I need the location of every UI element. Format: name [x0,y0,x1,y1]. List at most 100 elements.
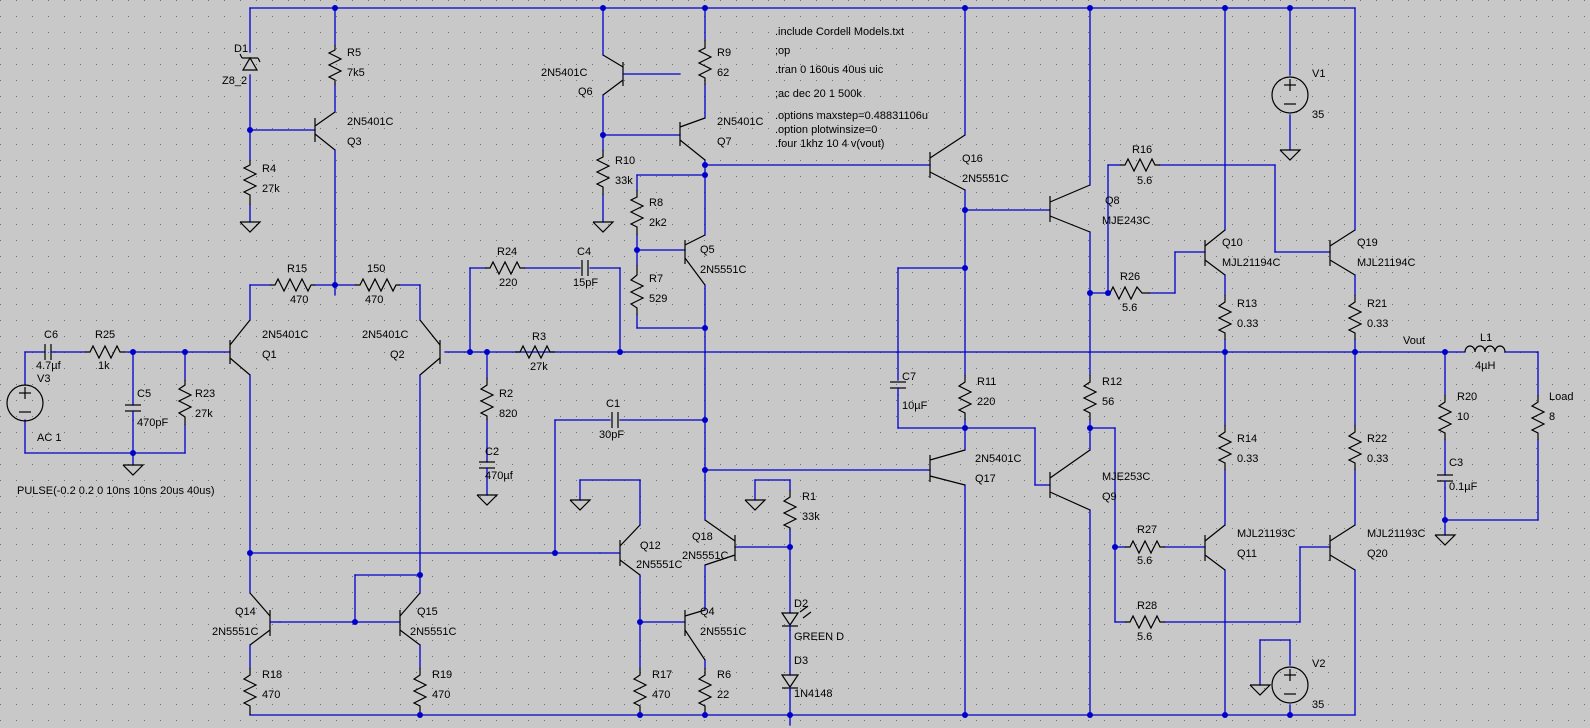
c2-ref[interactable]: C2 [485,446,499,458]
r19-value[interactable]: 470 [432,689,450,701]
r6-ref[interactable]: R6 [717,669,731,681]
c1-value[interactable]: 30pF [599,429,624,441]
q12-ref[interactable]: Q12 [640,540,661,552]
r2-value[interactable]: 820 [499,408,517,420]
c5-ref[interactable]: C5 [137,388,151,400]
v1-value[interactable]: 35 [1312,109,1324,121]
r12-value[interactable]: 56 [1102,396,1114,408]
c5-value[interactable]: 470pF [137,417,168,429]
l1-ref[interactable]: L1 [1480,332,1492,344]
c2-value[interactable]: 470µf [485,470,514,482]
q14-model[interactable]: 2N5551C [212,626,259,638]
c1-ref[interactable]: C1 [606,398,620,410]
r24-ref[interactable]: R24 [497,246,517,258]
v3-value[interactable]: AC 1 [37,432,61,444]
r26-ref[interactable]: R26 [1120,271,1140,283]
q9-model[interactable]: MJE253C [1102,471,1150,483]
r16-ref[interactable]: R16 [1132,144,1152,156]
r12-ref[interactable]: R12 [1102,376,1122,388]
q10-ref[interactable]: Q10 [1222,237,1243,249]
r10-value[interactable]: 33k [615,175,633,187]
r16-value[interactable]: 5.6 [1137,175,1152,187]
r7-value[interactable]: 529 [649,293,667,305]
r8-ref[interactable]: R8 [649,197,663,209]
spice-directives[interactable]: .include Cordell Models.txt ;op .tran 0 … [775,26,928,150]
r17-ref[interactable]: R17 [652,669,672,681]
r10-ref[interactable]: R10 [615,155,635,167]
q3-ref[interactable]: Q3 [347,136,362,148]
q11-ref[interactable]: Q11 [1237,548,1257,560]
r5-ref[interactable]: R5 [347,47,361,59]
r8-value[interactable]: 2k2 [649,217,667,229]
r23-value[interactable]: 27k [195,408,213,420]
directive-ac[interactable]: ;ac dec 20 1 500k [775,88,862,100]
r26-value[interactable]: 5.6 [1122,302,1137,314]
q15-ref[interactable]: Q15 [417,606,438,618]
d2-value[interactable]: GREEN D [794,631,844,643]
d3-value[interactable]: 1N4148 [794,688,833,700]
c7-value[interactable]: 10µF [902,400,928,412]
q2-ref[interactable]: Q2 [390,349,405,361]
v2-value[interactable]: 35 [1312,699,1324,711]
r22-ref[interactable]: R22 [1367,433,1387,445]
q7-ref[interactable]: Q7 [717,136,732,148]
r25-ref[interactable]: R25 [95,329,115,341]
c6-ref[interactable]: C6 [44,329,58,341]
directive-four[interactable]: .four 1khz 10 4 v(vout) [775,138,884,150]
source-pulse-spec[interactable]: PULSE(-0.2 0.2 0 10ns 10ns 20us 40us) [17,485,215,497]
r3-ref[interactable]: R3 [532,331,546,343]
v3-ref[interactable]: V3 [37,373,50,385]
r24-value[interactable]: 220 [499,277,517,289]
r19-ref[interactable]: R19 [432,669,452,681]
r6-value[interactable]: 22 [717,689,729,701]
d1-ref[interactable]: D1 [234,43,248,55]
directive-plotwinsize[interactable]: .option plotwinsize=0 [775,124,877,136]
d2-ref[interactable]: D2 [794,598,808,610]
c4-value[interactable]: 15pF [573,277,598,289]
r13-ref[interactable]: R13 [1237,298,1257,310]
r27-ref[interactable]: R27 [1137,524,1157,536]
q1-model[interactable]: 2N5401C [262,329,309,341]
q6-model[interactable]: 2N5401C [541,67,588,79]
r14-ref[interactable]: R14 [1237,433,1257,445]
r15-ref[interactable]: R15 [287,263,307,275]
r1-value[interactable]: 33k [802,511,820,523]
q8-ref[interactable]: Q8 [1105,195,1120,207]
r18-value[interactable]: 470 [262,689,280,701]
r20-value[interactable]: 10 [1457,411,1469,423]
r28-ref[interactable]: R28 [1137,600,1157,612]
q17-model[interactable]: 2N5401C [975,453,1022,465]
r7-ref[interactable]: R7 [649,273,663,285]
q20-model[interactable]: MJL21193C [1367,528,1426,540]
r23-ref[interactable]: R23 [195,388,215,400]
r150-ref[interactable]: 150 [367,263,385,275]
r27-value[interactable]: 5.6 [1137,555,1152,567]
c3-ref[interactable]: C3 [1449,457,1463,469]
q2-model[interactable]: 2N5401C [362,329,409,341]
r9-ref[interactable]: R9 [717,47,731,59]
r13-value[interactable]: 0.33 [1237,318,1258,330]
q19-model[interactable]: MJL21194C [1357,257,1416,269]
r3-value[interactable]: 27k [530,361,548,373]
q18-ref[interactable]: Q18 [692,531,713,543]
q3-model[interactable]: 2N5401C [347,116,394,128]
r5-value[interactable]: 7k5 [347,67,365,79]
directive-include[interactable]: .include Cordell Models.txt [775,26,904,38]
r25-value[interactable]: 1k [98,360,110,372]
q10-model[interactable]: MJL21194C [1222,257,1281,269]
d1-value[interactable]: Z8_2 [222,75,247,87]
directive-op[interactable]: ;op [775,45,790,57]
q7-model[interactable]: 2N5401C [717,116,764,128]
r2-ref[interactable]: R2 [499,388,513,400]
r11-value[interactable]: 220 [977,396,995,408]
q16-ref[interactable]: Q16 [962,153,983,165]
c6-value[interactable]: 4.7µf [36,360,62,372]
r4-value[interactable]: 27k [262,183,280,195]
q1-ref[interactable]: Q1 [262,349,277,361]
r18-ref[interactable]: R18 [262,669,282,681]
q6-ref[interactable]: Q6 [578,86,593,98]
d3-ref[interactable]: D3 [794,655,808,667]
q5-model[interactable]: 2N5551C [700,264,747,276]
r28-value[interactable]: 5.6 [1137,631,1152,643]
r150-value[interactable]: 470 [365,294,383,306]
